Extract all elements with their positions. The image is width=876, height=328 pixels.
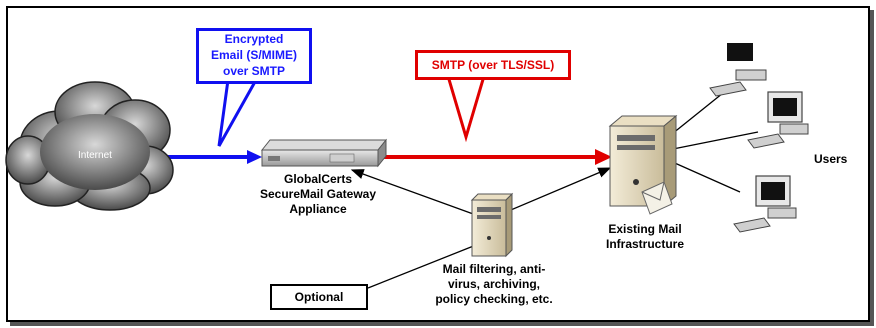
optional-text: Optional: [294, 290, 344, 304]
user-computer-2-icon: [747, 91, 809, 149]
encrypted-callout-line1: Encrypted: [224, 32, 284, 46]
mail-server-icon: [608, 114, 678, 215]
mail-label-line2: Infrastructure: [605, 237, 685, 251]
link-user-3: [667, 159, 741, 193]
envelope-icon: [641, 181, 673, 215]
gateway-label: GlobalCerts SecureMail Gateway Appliance: [248, 172, 388, 217]
user-computer-1-icon: [709, 43, 767, 97]
filter-label-line1: Mail filtering, anti-: [442, 262, 546, 276]
encrypted-callout-line2: Email (S/MIME): [210, 48, 297, 62]
gateway-label-line3: Appliance: [289, 202, 347, 216]
filter-to-gateway-arrow: [350, 169, 477, 216]
filter-to-mail-arrow: [505, 167, 612, 213]
black-connections: [350, 84, 759, 289]
smtp-callout: SMTP (over TLS/SSL): [415, 50, 571, 80]
users-label: Users: [814, 152, 848, 166]
gateway-appliance-icon: [260, 138, 388, 168]
encrypted-callout-line3: over SMTP: [222, 64, 285, 78]
optional-pointer-line: [367, 244, 477, 289]
smtp-callout-text: SMTP (over TLS/SSL): [431, 58, 555, 72]
smtp-callout-tail: [445, 74, 487, 143]
encrypted-callout-tail: [217, 78, 259, 147]
blue-arrow: [158, 150, 262, 164]
filter-label-line3: policy checking, etc.: [435, 292, 553, 306]
mail-label-line1: Existing Mail: [608, 222, 682, 236]
red-arrow: [378, 149, 612, 165]
optional-box: Optional: [270, 284, 368, 310]
encrypted-email-callout: Encrypted Email (S/MIME) over SMTP: [196, 28, 312, 84]
filter-server-icon: [470, 192, 514, 258]
internet-label: Internet: [78, 150, 112, 161]
callout-tails: [217, 73, 487, 147]
filter-label-line2: virus, archiving,: [447, 277, 541, 291]
gateway-label-line1: GlobalCerts: [283, 172, 352, 186]
internet-cloud-icon: [5, 81, 174, 211]
link-user-2: [667, 131, 759, 151]
gateway-label-line2: SecureMail Gateway: [259, 187, 377, 201]
filter-label: Mail filtering, anti- virus, archiving, …: [424, 262, 564, 307]
user-computer-3-icon: [733, 175, 797, 233]
mail-infrastructure-label: Existing Mail Infrastructure: [590, 222, 700, 252]
